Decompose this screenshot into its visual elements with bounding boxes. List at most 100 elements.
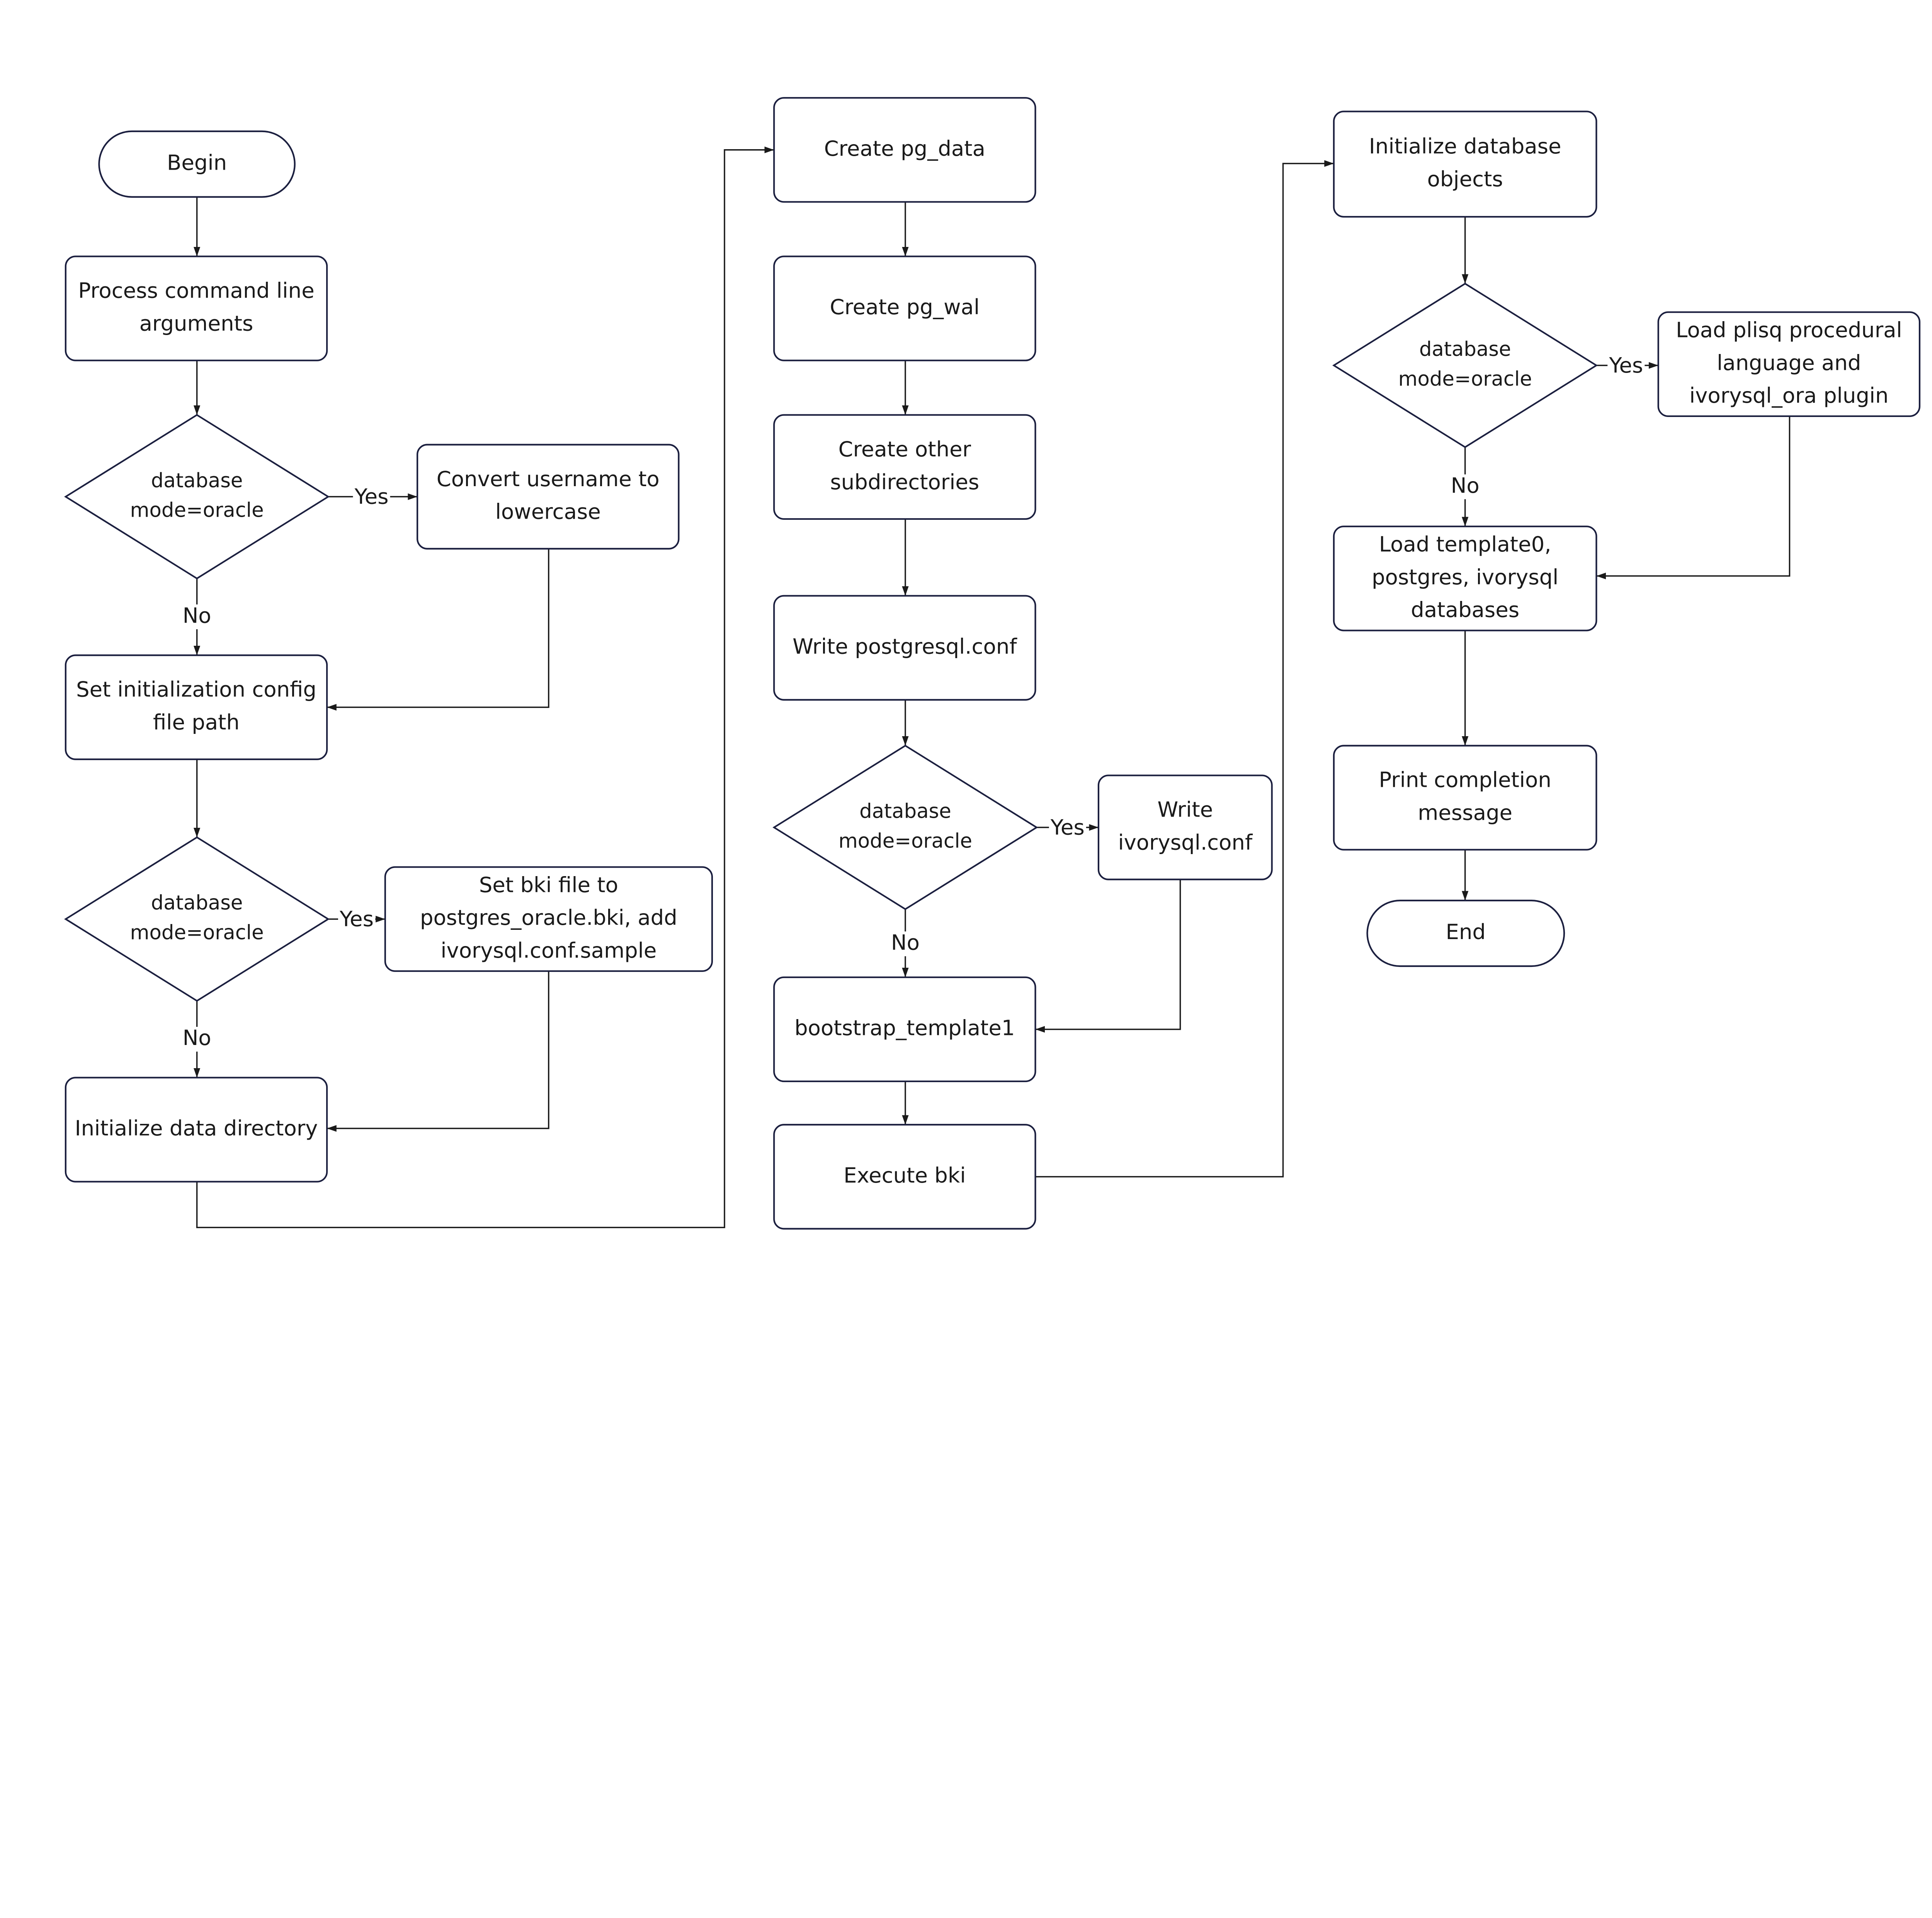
node-label-line: arguments (139, 311, 253, 336)
edge-label-no: No (891, 930, 920, 955)
node-label: Create other subdirectories (830, 437, 979, 494)
connector-write-ivorysql-conf-to-bootstrap-template1 (1035, 879, 1181, 1033)
node-label-line: mode=oracle (130, 499, 264, 522)
node-convert-username: Convert username to lowercase (417, 444, 680, 550)
node-label: End (1446, 919, 1486, 944)
edge-label-background (886, 931, 924, 956)
process-box (384, 866, 713, 972)
node-label-line: Create other (838, 437, 971, 461)
node-print-completion: Print completion message (1333, 745, 1597, 851)
node-label-line: ivorysql.conf.sample (440, 938, 656, 963)
node-label-line: Process command line (78, 278, 314, 303)
node-label: Create pg_data (824, 136, 985, 161)
edge-label-yes: Yes (1609, 353, 1643, 378)
process-box (773, 976, 1036, 1082)
node-label-line: Convert username to (437, 466, 660, 491)
process-box (773, 414, 1036, 520)
node-label: Process command line arguments (78, 278, 314, 336)
decision-diamond (64, 414, 330, 580)
node-label: Initialize database objects (1369, 134, 1561, 191)
node-label-line: Initialize data directory (75, 1116, 318, 1140)
edge-label-background (178, 1027, 216, 1052)
node-label-line: ivorysql_ora plugin (1689, 383, 1889, 408)
node-label-line: file path (153, 710, 240, 735)
process-box (417, 444, 680, 550)
node-label-line: database (151, 469, 243, 492)
process-box (773, 255, 1036, 361)
node-label: Print completion message (1379, 768, 1551, 825)
node-label-line: ivorysql.conf (1118, 830, 1253, 855)
edge-label-background (353, 485, 390, 511)
edge-label-background (178, 604, 216, 630)
node-create-pg-data: Create pg_data (773, 97, 1036, 203)
node-decision-1: database mode=oracle (64, 414, 330, 580)
process-box (1657, 311, 1921, 417)
node-label-line: subdirectories (830, 470, 979, 494)
node-label: Set bki file to postgres_oracle.bki, add i… (420, 872, 677, 963)
node-init-data-dir: Initialize data directory (65, 1077, 328, 1183)
node-set-config-path: Set initialization config file path (65, 654, 328, 760)
node-bootstrap-template1: bootstrap_template1 (773, 976, 1036, 1082)
node-label-line: Set bki file to (479, 872, 618, 897)
node-label-line: language and (1717, 350, 1861, 375)
node-create-pg-wal: Create pg_wal (773, 255, 1036, 361)
node-label-line: Initialize database (1369, 134, 1561, 158)
node-execute-bki: Execute bki (773, 1124, 1036, 1230)
node-process-args: Process command line arguments (65, 255, 328, 361)
node-label-line: Begin (167, 150, 227, 175)
node-label: Write postgresql.conf (793, 634, 1017, 659)
process-box (773, 1124, 1036, 1230)
node-label-line: Write postgresql.conf (793, 634, 1017, 659)
node-label-line: database (859, 800, 951, 823)
node-label-line: databases (1411, 597, 1519, 622)
node-label-line: database (151, 892, 243, 915)
process-box (65, 654, 328, 760)
decision-diamond (1332, 283, 1598, 448)
connector-convert-username-to-set-config-path (327, 548, 549, 711)
decision-diamond (772, 745, 1038, 910)
node-label-line: message (1418, 800, 1512, 825)
edge-label-background (1607, 354, 1645, 379)
node-label-line: Set initialization config (76, 677, 316, 702)
node-end: End (1366, 900, 1565, 967)
process-box (65, 1077, 328, 1183)
process-box (773, 97, 1036, 203)
node-label-line: lowercase (495, 499, 601, 524)
node-label-line: Execute bki (844, 1163, 966, 1188)
node-label-line: End (1446, 919, 1486, 944)
connectors (193, 146, 1791, 1229)
edge-label-yes: Yes (354, 484, 389, 509)
node-label: Convert username to lowercase (437, 466, 660, 524)
node-label-line: postgres_oracle.bki, add (420, 905, 677, 930)
edge-label-background (1049, 816, 1086, 841)
process-box (1097, 774, 1273, 880)
decision-diamond (64, 836, 330, 1002)
node-label: database mode=oracle (130, 469, 264, 522)
process-box (773, 595, 1036, 701)
node-label-line: Create pg_data (824, 136, 985, 161)
edge-label-yes: Yes (1050, 815, 1085, 839)
node-label: Create pg_wal (830, 294, 980, 319)
node-label: Set initialization config file path (76, 677, 316, 735)
node-label-line: objects (1427, 167, 1503, 191)
node-label: Execute bki (844, 1163, 966, 1188)
node-label-line: Create pg_wal (830, 294, 980, 319)
node-label-line: Print completion (1379, 768, 1551, 792)
node-create-subdirs: Create other subdirectories (773, 414, 1036, 520)
node-label-line: bootstrap_template1 (794, 1016, 1015, 1040)
process-box (1333, 111, 1597, 218)
node-label: Begin (167, 150, 227, 175)
node-label: Initialize data directory (75, 1116, 318, 1140)
